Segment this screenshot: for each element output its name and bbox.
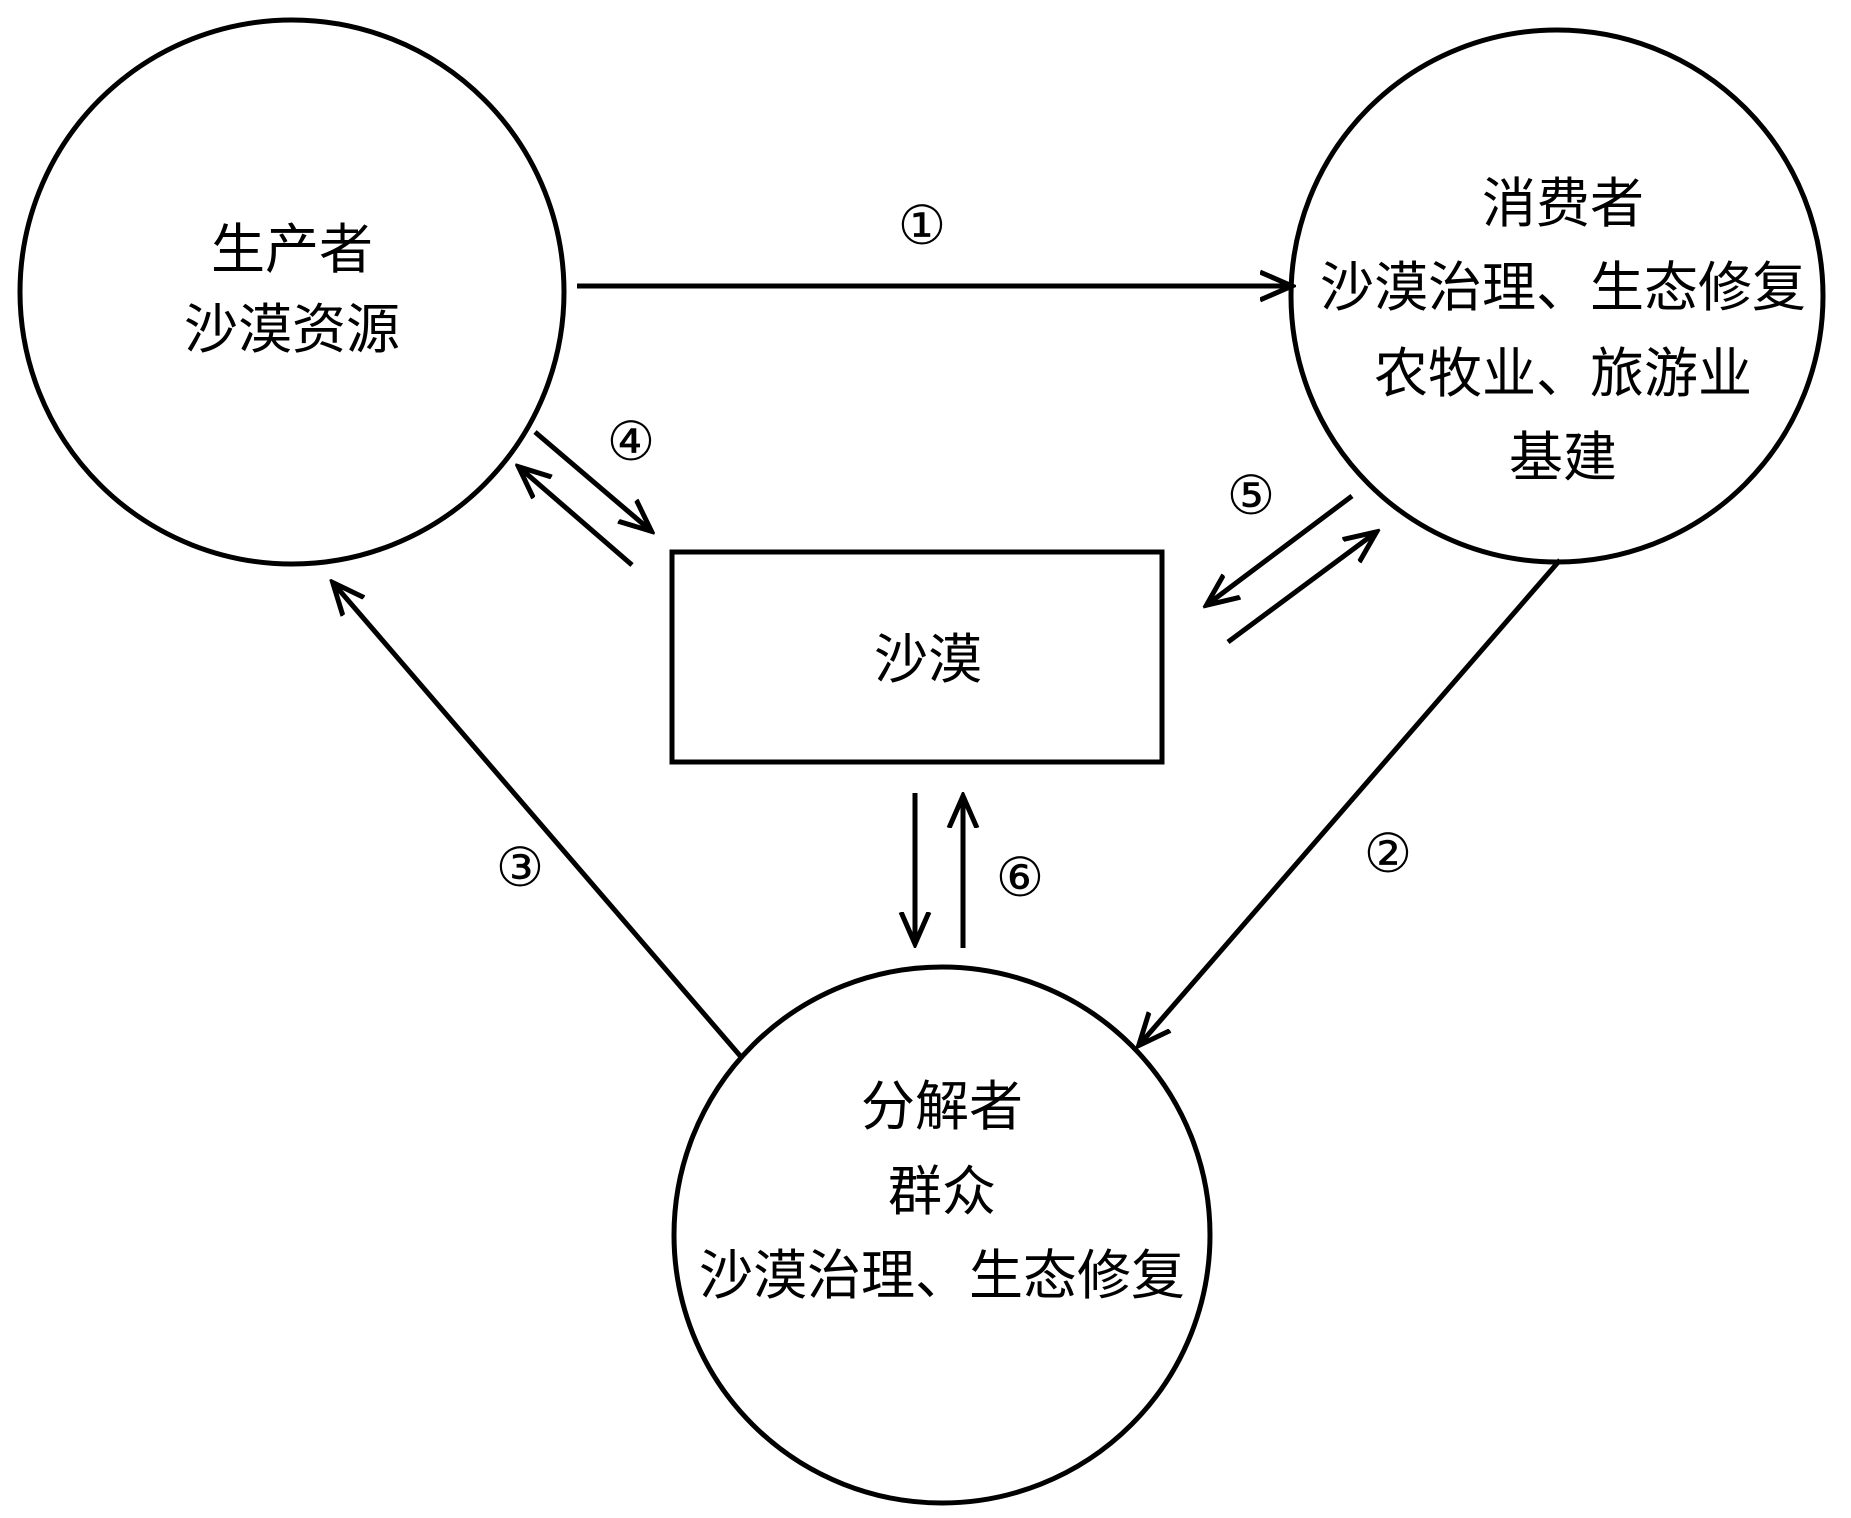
consumer-line-3: 农牧业、旅游业 xyxy=(1374,342,1752,405)
arrow-2 xyxy=(1140,558,1562,1044)
decomposer-line-3: 沙漠治理、生态修复 xyxy=(699,1244,1185,1307)
arrow-3 xyxy=(334,584,744,1060)
edge-label-4: ④ xyxy=(607,410,655,473)
decomposer-node xyxy=(671,964,1213,1506)
consumer-line-4: 基建 xyxy=(1509,426,1617,489)
producer-title: 生产者 xyxy=(211,218,373,281)
edge-label-1: ① xyxy=(898,194,946,257)
arrow-4-to-producer xyxy=(520,468,634,567)
desert-box xyxy=(669,549,1165,765)
decomposer-title: 分解者 xyxy=(861,1075,1023,1138)
edge-label-6: ⑥ xyxy=(996,846,1044,909)
edge-label-3: ③ xyxy=(496,836,544,899)
edge-label-5: ⑤ xyxy=(1227,464,1275,527)
producer-subtitle: 沙漠资源 xyxy=(184,298,400,361)
arrow-5-to-consumer xyxy=(1226,533,1375,645)
decomposer-line-2: 群众 xyxy=(888,1160,996,1223)
consumer-title: 消费者 xyxy=(1482,172,1644,235)
producer-node xyxy=(17,17,567,567)
desert-label: 沙漠 xyxy=(874,628,982,691)
arrow-4-to-desert xyxy=(533,430,650,530)
consumer-line-2: 沙漠治理、生态修复 xyxy=(1320,256,1806,319)
arrow-5-to-desert xyxy=(1208,494,1354,604)
edge-label-2: ② xyxy=(1364,822,1412,885)
